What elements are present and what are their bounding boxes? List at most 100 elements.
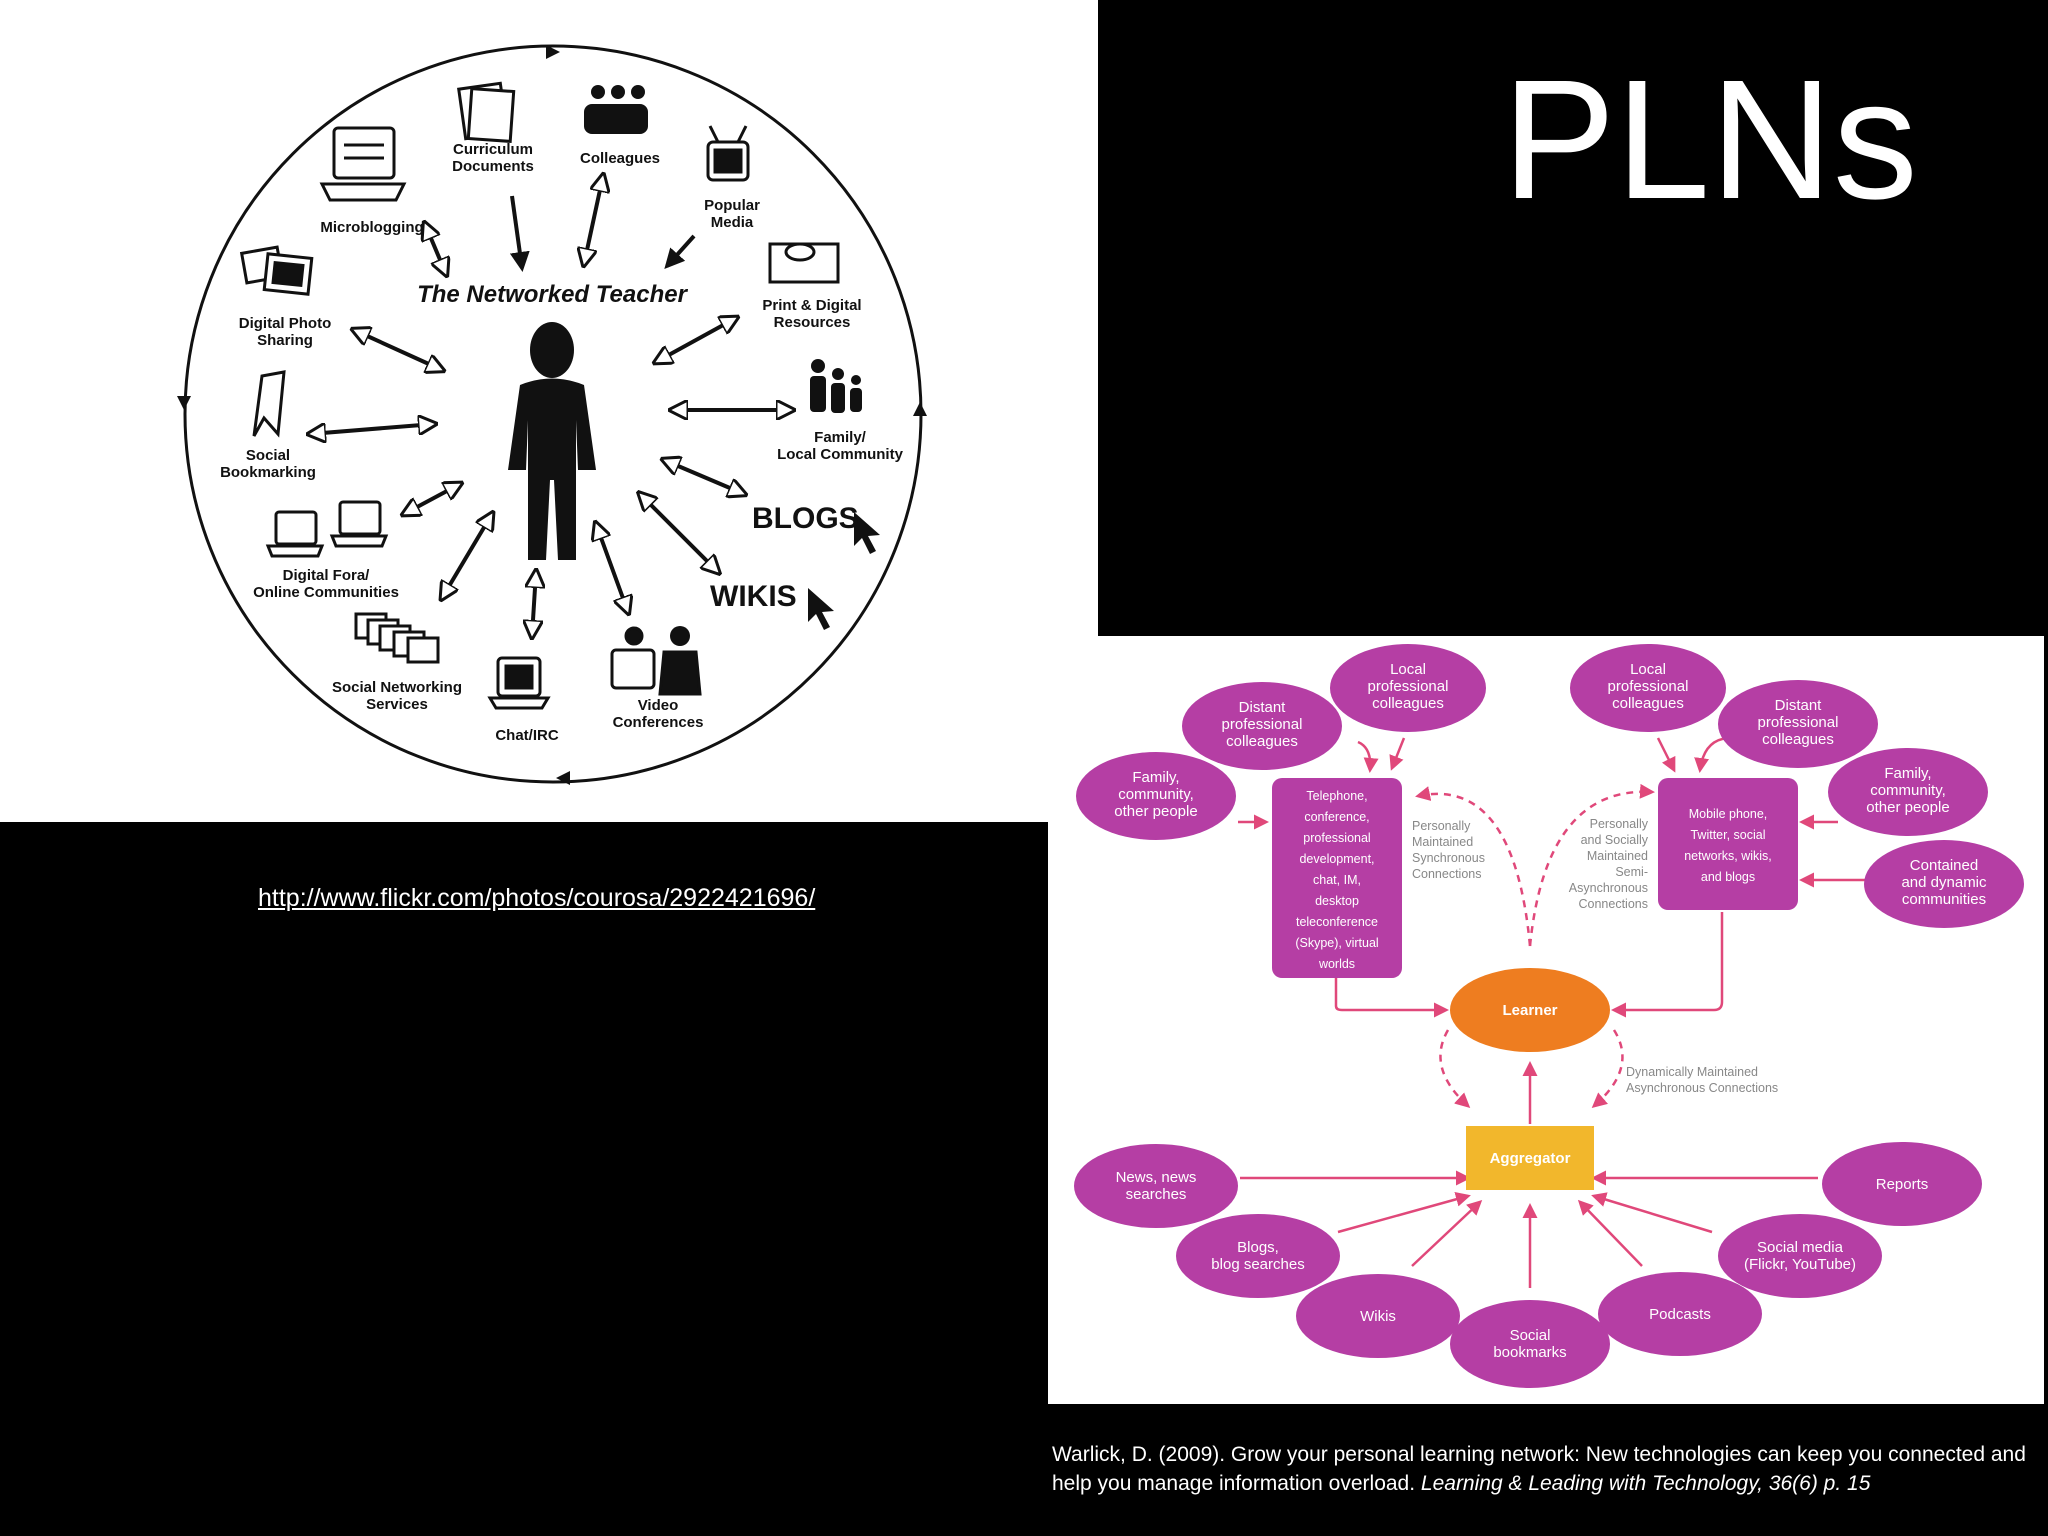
arrow-dashed-sync bbox=[1415, 786, 1532, 947]
laptop-icon bbox=[319, 126, 407, 202]
arrow-dashed-async bbox=[1528, 783, 1655, 947]
arrow-social-networking bbox=[442, 514, 492, 598]
citation-journal: Learning & Leading with Technology, 36(6… bbox=[1420, 1472, 1871, 1495]
label-colleagues: Colleagues bbox=[580, 150, 660, 167]
arrow-local-left bbox=[1389, 737, 1406, 771]
chat-icon bbox=[487, 656, 551, 710]
citation-text: Warlick, D. (2009). Grow your personal l… bbox=[1052, 1443, 2026, 1495]
node-distant-left bbox=[1182, 682, 1342, 770]
text-family-right: Family,community,other people bbox=[1866, 765, 1949, 816]
networked-teacher-diagram: The Networked Teacher bbox=[177, 44, 927, 785]
arrow-social-media bbox=[1591, 1192, 1713, 1234]
arrow-microblogging bbox=[425, 224, 446, 274]
teacher-figure-icon bbox=[508, 322, 596, 560]
arrow-blogs bbox=[664, 460, 744, 494]
print-digital-icon bbox=[768, 242, 840, 284]
label-chat: Chat/IRC bbox=[495, 727, 559, 744]
node-reports bbox=[1822, 1142, 1982, 1226]
node-local-left bbox=[1330, 644, 1486, 732]
text-aggregator: Aggregator bbox=[1490, 1150, 1571, 1167]
arrow-video bbox=[596, 524, 628, 612]
source-link[interactable]: http://www.flickr.com/photos/courosa/292… bbox=[258, 884, 816, 912]
arrow-photo bbox=[354, 330, 442, 370]
arrow-wikis bbox=[1411, 1199, 1483, 1267]
arrow-distant-right bbox=[1694, 736, 1729, 773]
label-microblogging: Microblogging bbox=[320, 219, 423, 236]
slide-title: PLNs bbox=[1502, 45, 1918, 235]
arrow-chat bbox=[532, 572, 536, 636]
arrow-curriculum bbox=[509, 195, 530, 272]
cursor-wikis-icon bbox=[808, 588, 834, 630]
colleagues-icon bbox=[584, 85, 648, 134]
arrow-print bbox=[656, 318, 736, 362]
pln-ellipses bbox=[1074, 644, 2024, 1388]
node-wikis bbox=[1296, 1274, 1460, 1358]
spoke-arrows bbox=[310, 176, 792, 636]
text-wikis: Wikis bbox=[1360, 1308, 1396, 1325]
arrow-wikis bbox=[640, 494, 718, 572]
node-sync-box bbox=[1272, 778, 1402, 978]
photo-sharing-icon bbox=[239, 245, 314, 296]
node-social-bookmarks bbox=[1450, 1300, 1610, 1388]
arrow-blogs bbox=[1337, 1191, 1471, 1234]
cycle-arrow-bottom bbox=[556, 771, 570, 785]
arrow-popular-media bbox=[664, 234, 696, 269]
forum-laptops-icon bbox=[265, 500, 389, 558]
arrow-podcasts bbox=[1577, 1199, 1643, 1267]
social-networking-icon bbox=[354, 612, 440, 664]
arrow-bookmarking bbox=[310, 424, 434, 434]
cycle-arrow-top bbox=[546, 45, 560, 59]
text-podcasts: Podcasts bbox=[1649, 1306, 1711, 1323]
node-family-right bbox=[1828, 748, 1988, 836]
curriculum-documents-icon bbox=[457, 81, 516, 144]
label-family: Family/Local Community bbox=[777, 429, 904, 463]
family-icon bbox=[810, 359, 862, 413]
node-contained bbox=[1864, 840, 2024, 928]
text-family-left: Family,community,other people bbox=[1114, 769, 1197, 820]
node-local-right bbox=[1570, 644, 1726, 732]
arrow-dashed-right bbox=[1591, 1029, 1624, 1108]
text-learner: Learner bbox=[1502, 1002, 1557, 1019]
bookmark-icon bbox=[252, 370, 286, 438]
tv-icon bbox=[706, 125, 750, 182]
cursor-blogs-icon bbox=[854, 512, 880, 554]
networked-teacher-panel: The Networked Teacher bbox=[0, 0, 1098, 822]
node-distant-right bbox=[1718, 680, 1878, 768]
label-fora: Digital Fora/Online Communities bbox=[253, 567, 399, 601]
text-social-media: Social media(Flickr, YouTube) bbox=[1744, 1239, 1856, 1273]
arrow-distant-left bbox=[1357, 740, 1379, 773]
arrow-local-right bbox=[1656, 737, 1676, 773]
diagram-title: The Networked Teacher bbox=[417, 281, 689, 308]
node-aggregator bbox=[1466, 1126, 1594, 1190]
text-reports: Reports bbox=[1876, 1176, 1929, 1193]
node-blogs bbox=[1176, 1214, 1340, 1298]
node-family-left bbox=[1076, 752, 1236, 840]
video-conference-icon bbox=[610, 626, 702, 696]
cycle-arrow-right bbox=[913, 402, 927, 416]
node-learner bbox=[1450, 968, 1610, 1052]
node-async-box bbox=[1658, 778, 1798, 910]
node-social-media bbox=[1718, 1214, 1882, 1298]
arrow-fora bbox=[404, 484, 460, 514]
arrow-colleagues bbox=[584, 176, 603, 264]
arrow-dashed-left bbox=[1439, 1029, 1471, 1109]
